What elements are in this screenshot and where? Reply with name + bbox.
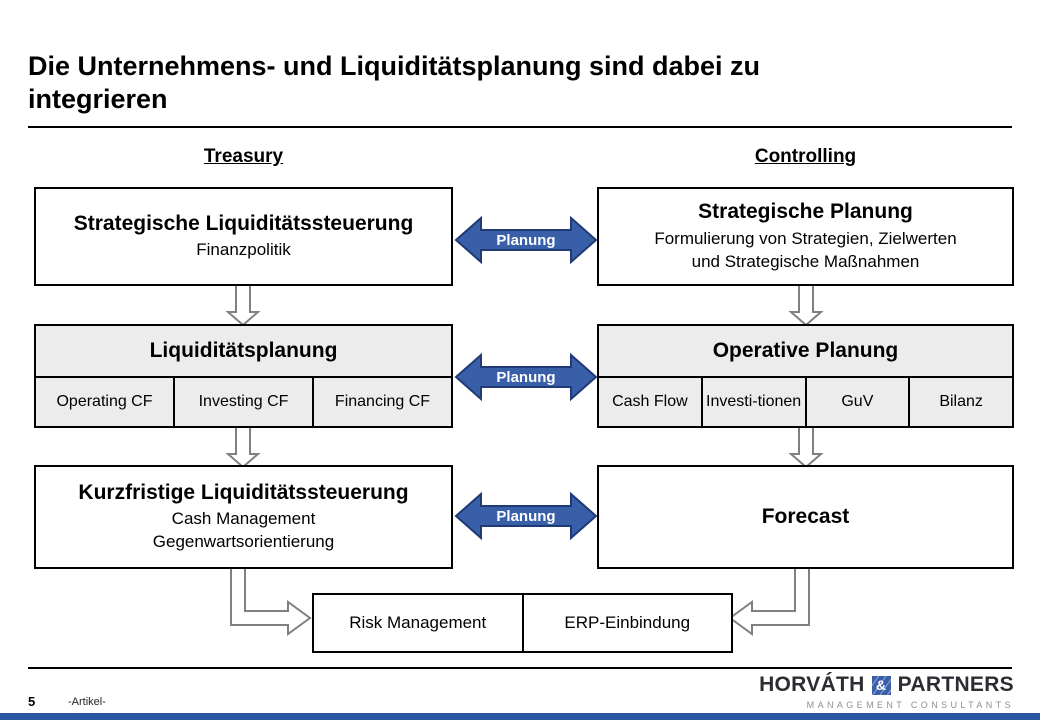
logo-word-partners: PARTNERS — [897, 673, 1014, 696]
down-arrow-icon — [788, 426, 824, 468]
planning-arrow-operative: Planung — [454, 351, 598, 403]
box-title: Operative Planung — [712, 339, 899, 362]
column-header-controlling: Controlling — [754, 146, 857, 167]
double-arrow-icon — [454, 352, 598, 402]
down-arrow-icon — [225, 426, 261, 468]
bottom-accent-bar — [0, 713, 1040, 720]
cell-investitionen: Investi-tionen — [703, 378, 807, 426]
page-title-line2: integrieren — [28, 83, 168, 114]
footer-divider — [28, 667, 1012, 669]
cell-financing-cf: Financing CF — [334, 392, 431, 410]
planning-arrow-label: Planung — [496, 507, 556, 525]
box-subtitle-line2: und Strategische Maßnahmen — [691, 251, 920, 271]
logo-tagline: MANAGEMENT CONSULTANTS — [806, 700, 1014, 710]
ampersand-icon: & — [871, 675, 891, 695]
box-subtitle-line2: Gegenwartsorientierung — [152, 532, 335, 552]
down-arrow-icon — [788, 284, 824, 326]
page-number: 5 — [28, 694, 36, 709]
box-kurzfristige-liquiditaetssteuerung: Kurzfristige Liquiditätssteuerung Cash M… — [34, 465, 453, 569]
box-subtitle-line1: Cash Management — [171, 509, 316, 529]
page-title-line1: Die Unternehmens- und Liquiditätsplanung… — [28, 51, 761, 81]
double-arrow-icon — [454, 491, 598, 541]
cell-operating-cf: Operating CF — [36, 378, 175, 426]
box-risk-management: Risk Management — [314, 595, 524, 651]
double-arrow-icon — [454, 215, 598, 265]
cell-guv: GuV — [807, 378, 911, 426]
title-divider — [28, 126, 1012, 128]
box-operative-planung: Operative Planung Cash Flow Investi-tion… — [597, 324, 1014, 428]
box-erp-einbindung: ERP-Einbindung — [564, 613, 691, 632]
cell-investing-cf: Investing CF — [175, 378, 314, 426]
box-strategische-planung: Strategische Planung Formulierung von St… — [597, 187, 1014, 286]
box-subtitle-line1: Formulierung von Strategien, Zielwerten — [654, 228, 957, 248]
planning-arrow-label: Planung — [496, 231, 556, 249]
column-header-treasury: Treasury — [203, 146, 284, 167]
horvath-partners-logo: HORVÁTH & PARTNERS MANAGEMENT CONSULTANT… — [759, 673, 1014, 710]
elbow-arrow-right-icon — [728, 568, 810, 636]
planning-arrow-forecast: Planung — [454, 490, 598, 542]
artikel-label: -Artikel- — [68, 696, 106, 708]
box-forecast: Forecast — [597, 465, 1014, 569]
cell-bilanz: Bilanz — [939, 392, 983, 410]
planning-arrow-label: Planung — [496, 368, 556, 386]
box-title: Liquiditätsplanung — [149, 339, 338, 362]
cell-cash-flow: Cash Flow — [599, 378, 703, 426]
elbow-arrow-left-icon — [230, 568, 312, 636]
page-title: Die Unternehmens- und Liquiditätsplanung… — [28, 50, 988, 116]
box-liquiditaetsplanung: Liquiditätsplanung Operating CF Investin… — [34, 324, 453, 428]
box-strategische-liquiditaetssteuerung: Strategische Liquiditätssteuerung Finanz… — [34, 187, 453, 286]
down-arrow-icon — [225, 284, 261, 326]
box-subtitle: Finanzpolitik — [196, 240, 291, 260]
logo-word-horvath: HORVÁTH — [759, 673, 865, 696]
box-title: Strategische Liquiditätssteuerung — [73, 211, 414, 235]
box-title: Kurzfristige Liquiditätssteuerung — [78, 480, 409, 504]
planning-arrow-strategic: Planung — [454, 214, 598, 266]
box-title: Forecast — [761, 504, 850, 528]
box-title: Strategische Planung — [698, 200, 913, 224]
bottom-integration-box: Risk Management ERP-Einbindung — [312, 593, 733, 653]
